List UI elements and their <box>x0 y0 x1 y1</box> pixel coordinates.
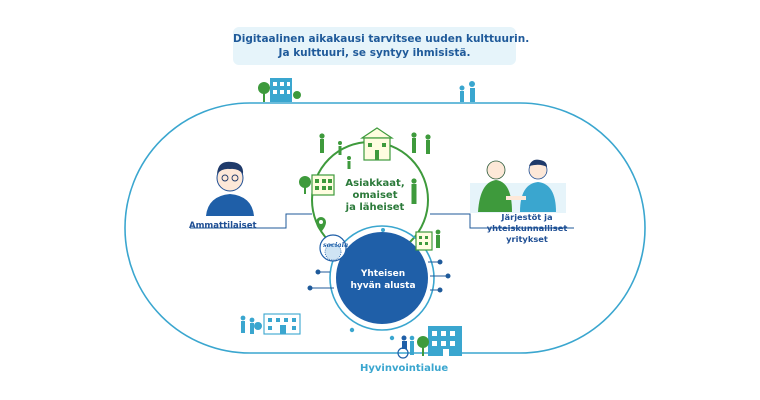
clients-label-line-1: Asiakkaat, <box>345 178 405 189</box>
organizations-label: Järjestöt ja yhteiskunnalliset yritykset <box>472 212 582 245</box>
building-icon <box>258 78 301 102</box>
platform-label-line-1: Yhteisen <box>360 269 406 279</box>
outer-loop <box>124 102 646 354</box>
headline-line-2: Ja kulttuuri, se syntyy ihmisistä. <box>278 47 471 59</box>
organizations-label-line-2: yhteiskunnalliset yritykset <box>486 223 568 244</box>
hospital-building-icon <box>417 326 462 356</box>
region-label: Hyvinvointialue <box>360 363 449 374</box>
people-icon <box>240 315 255 334</box>
house-icon <box>360 127 394 161</box>
sociala-logo <box>319 234 347 262</box>
dot <box>349 327 355 333</box>
people-icon <box>459 81 475 102</box>
platform-outer-ring <box>329 225 435 331</box>
dot <box>389 335 395 341</box>
platform-label-line-2: hyvän alusta <box>350 281 416 291</box>
clients-label: Asiakkaat, omaiset ja läheiset <box>345 178 405 214</box>
professionals-label: Ammattilaiset <box>189 221 257 231</box>
professional-portrait <box>206 161 254 216</box>
people-icon <box>319 132 441 248</box>
building-icon <box>299 174 335 196</box>
wheelchair-person-icon <box>397 335 415 359</box>
platform-circle <box>336 232 428 324</box>
headline-line-1: Digitaalinen aikakausi tarvitsee uuden k… <box>233 33 530 45</box>
location-pin-icon <box>316 217 326 232</box>
organizations-label-line-1: Järjestöt ja <box>501 212 553 222</box>
dot <box>381 228 385 232</box>
building-icon <box>415 231 433 251</box>
logo-text: sociala <box>323 241 349 249</box>
headline-banner: Digitaalinen aikakausi tarvitsee uuden k… <box>233 27 530 65</box>
building-icon <box>254 313 301 335</box>
clients-label-line-2: omaiset <box>352 190 398 201</box>
platform-label: Yhteisen hyvän alusta <box>342 268 424 292</box>
organizations-portrait <box>470 159 566 213</box>
clients-label-line-3: ja läheiset <box>345 202 405 213</box>
connector-lines <box>190 213 574 293</box>
